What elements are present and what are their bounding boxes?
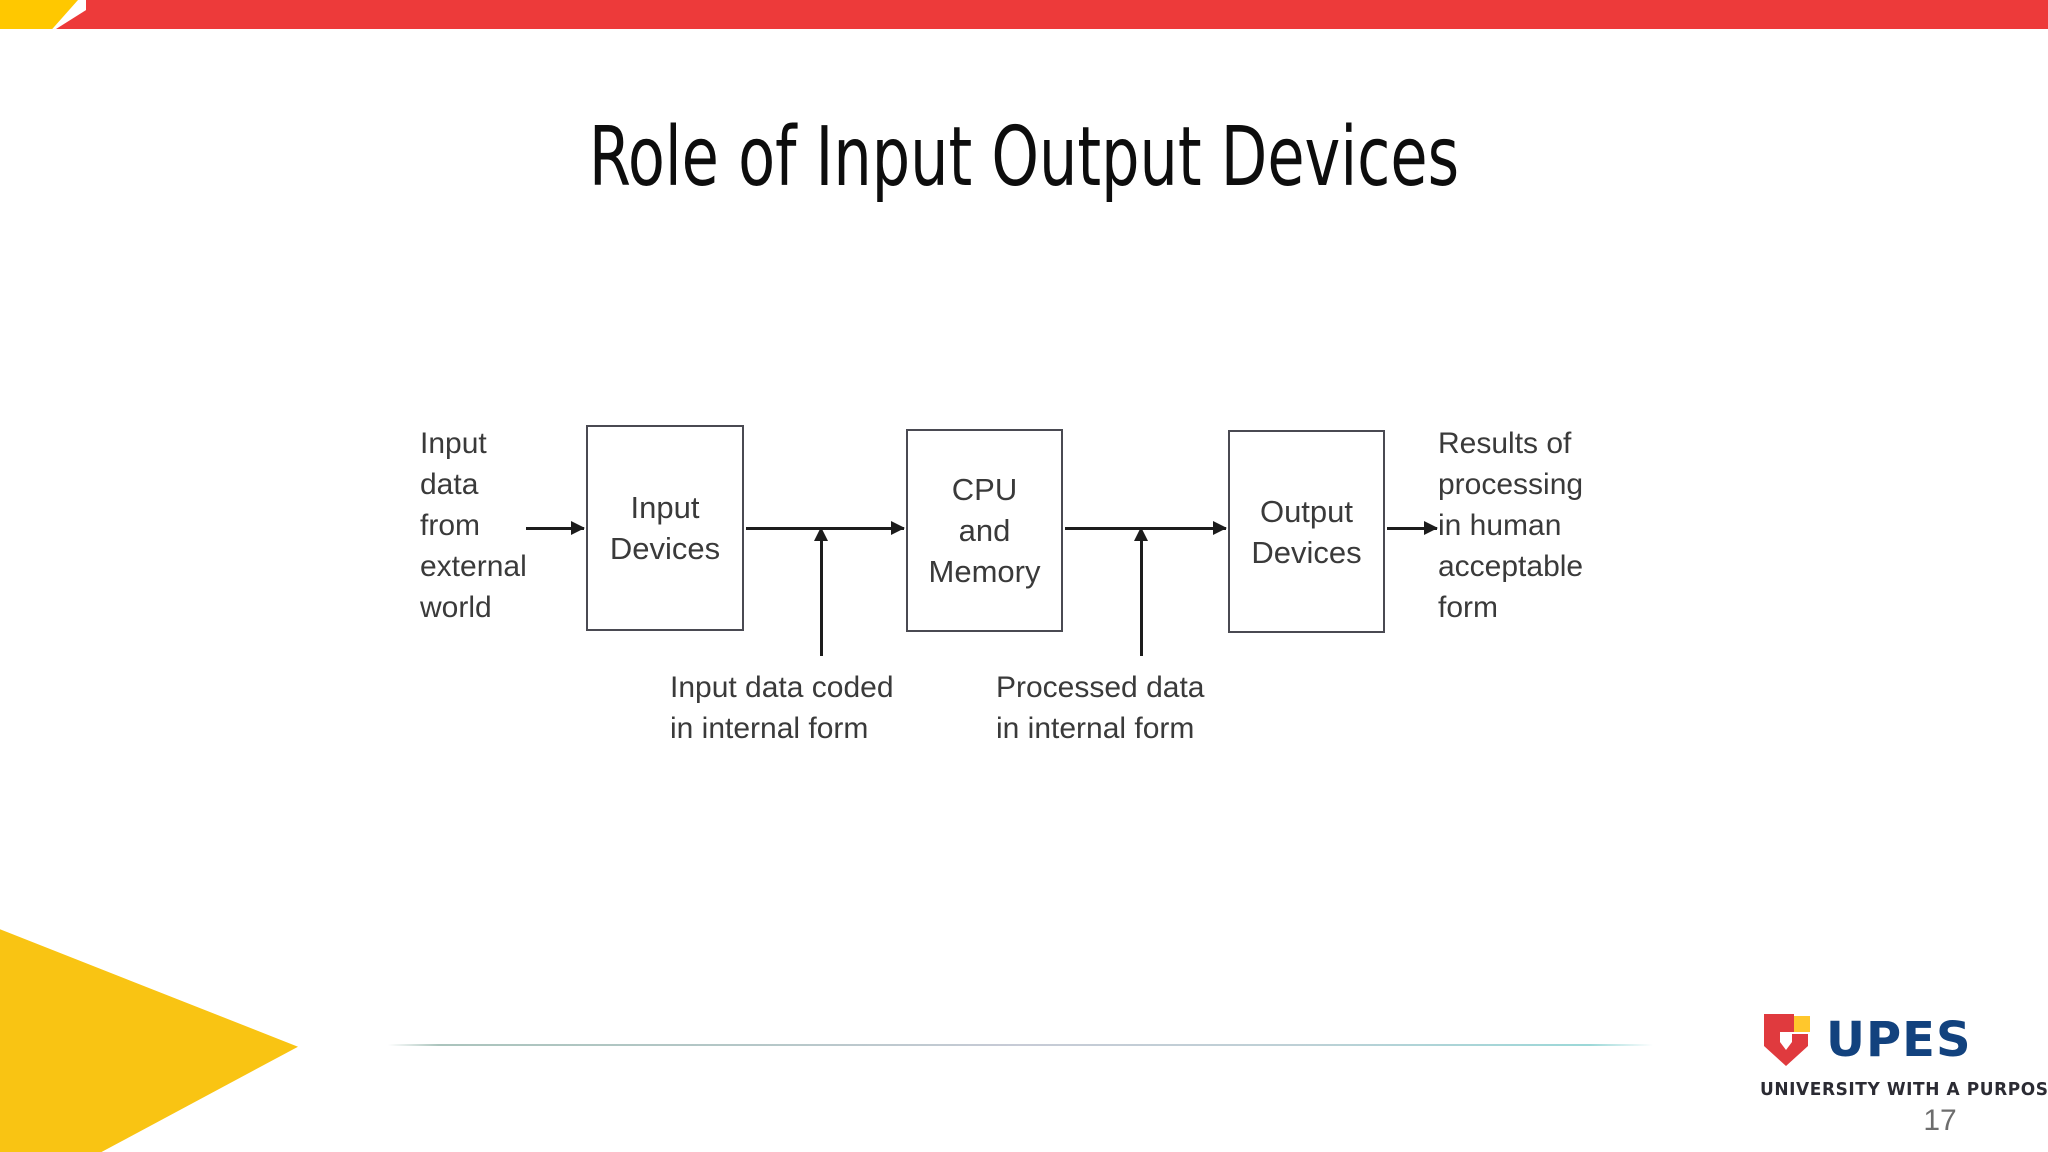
arrow-external-to-input (526, 521, 585, 535)
upes-logo: UPES UNIVERSITY WITH A PURPOSE (1760, 1012, 2048, 1108)
io-flow-diagram: Input data from external world Input Dev… (420, 410, 1620, 760)
arrow-note-processed-data (1133, 527, 1148, 656)
arrow-note-input-coded (813, 527, 828, 656)
page-title: Role of Input Output Devices (588, 110, 1460, 205)
diagram-box-cpu-memory: CPU and Memory (906, 429, 1063, 632)
diagram-right-label: Results of processing in human acceptabl… (1438, 427, 1584, 624)
upes-wordmark: UPES (1826, 1012, 1972, 1068)
footer-divider (388, 1044, 1653, 1046)
diagram-box-input-devices: Input Devices (586, 425, 744, 631)
upes-shield-icon (1760, 1012, 1812, 1068)
diagram-left-label: Input data from external world (420, 427, 527, 624)
bottom-left-yellow-triangle (0, 882, 298, 1152)
upes-logo-row: UPES (1760, 1012, 1972, 1068)
diagram-box-output-devices: Output Devices (1228, 430, 1385, 633)
top-red-bar (86, 0, 2048, 29)
upes-tagline: UNIVERSITY WITH A PURPOSE (1760, 1080, 2048, 1100)
diagram-note-processed-data: Processed data in internal form (996, 671, 1205, 745)
diagram-note-input-coded: Input data coded in internal form (670, 671, 894, 745)
arrow-output-to-results (1387, 521, 1438, 535)
page-number: 17 (1923, 1104, 1957, 1137)
